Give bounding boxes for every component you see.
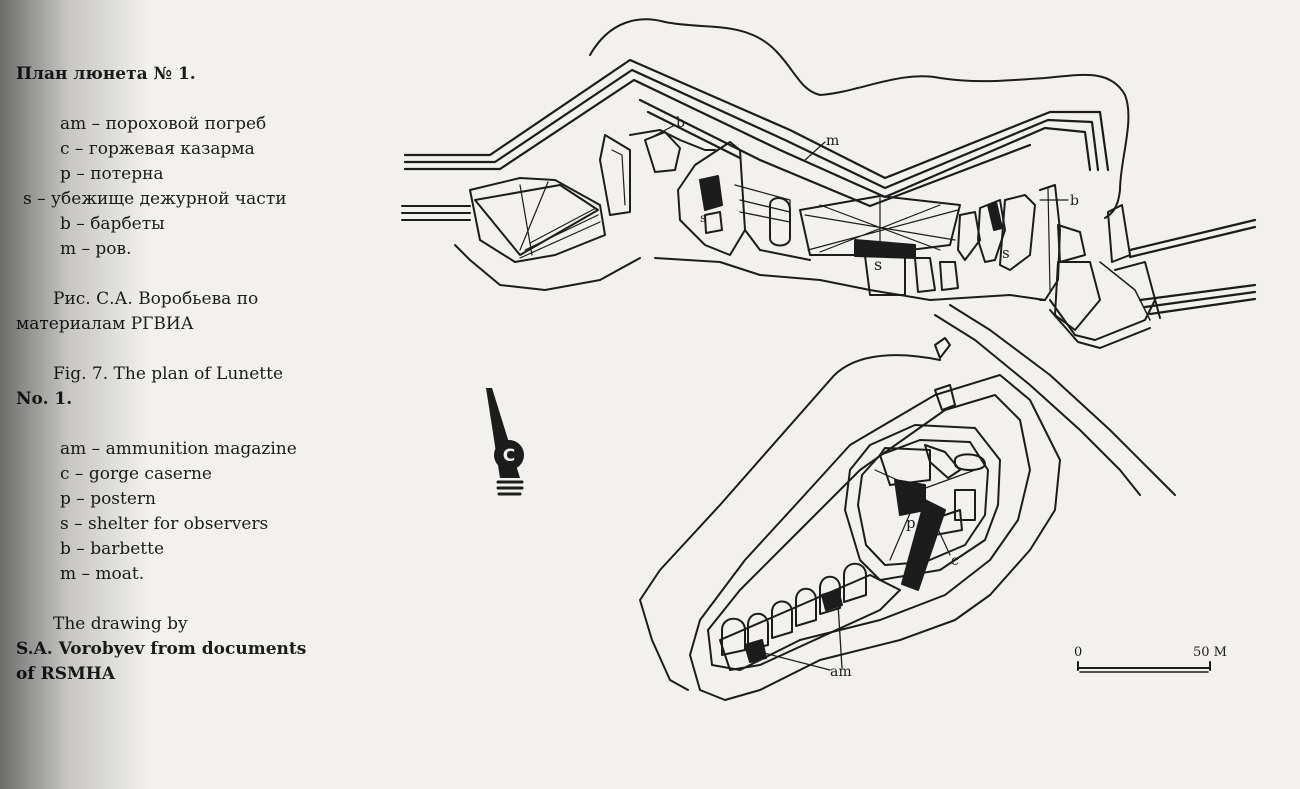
label-s-3: s xyxy=(1002,244,1010,262)
ru-legend-p: p – потерна xyxy=(60,164,164,184)
en-legend-am: am – ammunition magazine xyxy=(60,439,297,459)
north-arrow-disc xyxy=(494,440,524,470)
label-s-2: s xyxy=(874,255,882,274)
en-credit-line-2: S.A. Vorobyev from documents xyxy=(16,639,307,659)
east-road xyxy=(1128,218,1257,316)
en-title-line-2: No. 1. xyxy=(16,389,73,409)
en-legend-m: m – moat. xyxy=(60,564,145,584)
scale-bar: 0 50 M xyxy=(1074,645,1227,673)
en-legend-p: p – postern xyxy=(60,489,156,509)
label-b-right: b xyxy=(1070,193,1079,209)
figure-caption: План люнета № 1. am – пороховой погреб c… xyxy=(16,62,386,687)
west-bastion xyxy=(401,129,716,291)
label-am: am xyxy=(830,664,852,680)
ru-legend-am: am – пороховой погреб xyxy=(60,114,267,134)
en-legend-c: c – gorge caserne xyxy=(60,464,212,484)
east-bastion xyxy=(1039,184,1161,349)
label-m: m xyxy=(826,133,839,149)
north-moat xyxy=(403,58,1110,208)
plan-labels: b m b s s s p c am xyxy=(676,115,1079,680)
south-redoubt xyxy=(689,374,1061,701)
ru-credit-line-2: материалам РГВИА xyxy=(16,314,194,334)
label-c: c xyxy=(951,553,959,569)
label-p: p xyxy=(906,514,916,532)
lunette-plan: b m b s s s p c am C 0 50 M xyxy=(395,8,1275,743)
scale-zero: 0 xyxy=(1074,645,1082,660)
label-b-left: b xyxy=(676,115,685,131)
central-block xyxy=(644,131,811,261)
east-salient xyxy=(799,194,1036,296)
leader-lines xyxy=(649,124,1069,201)
ru-title: План люнета № 1. xyxy=(16,64,196,84)
ru-legend-b: b – барбеты xyxy=(60,214,165,234)
en-legend-b: b – barbette xyxy=(60,539,165,559)
scale-max: 50 M xyxy=(1193,645,1227,660)
ru-credit-line-1: Рис. С.А. Воробьева по xyxy=(53,289,259,309)
gorge-casemates xyxy=(719,562,901,671)
en-credit-line-3: of RSMHA xyxy=(16,664,116,684)
en-title-line-1: Fig. 7. The plan of Lunette xyxy=(53,364,284,384)
en-legend-s: s – shelter for observers xyxy=(60,514,269,534)
label-s-1: s xyxy=(700,211,706,225)
ru-legend-s: s – убежище дежурной части xyxy=(23,189,287,209)
north-arrow: C xyxy=(486,388,524,496)
ru-legend-m: m – ров. xyxy=(60,239,132,259)
ru-legend-c: c – горжевая казарма xyxy=(60,139,255,159)
north-arrow-letter: C xyxy=(503,446,515,466)
en-credit-line-1: The drawing by xyxy=(53,614,188,634)
connecting-road xyxy=(639,257,1176,691)
terrain-outline xyxy=(589,18,1130,219)
